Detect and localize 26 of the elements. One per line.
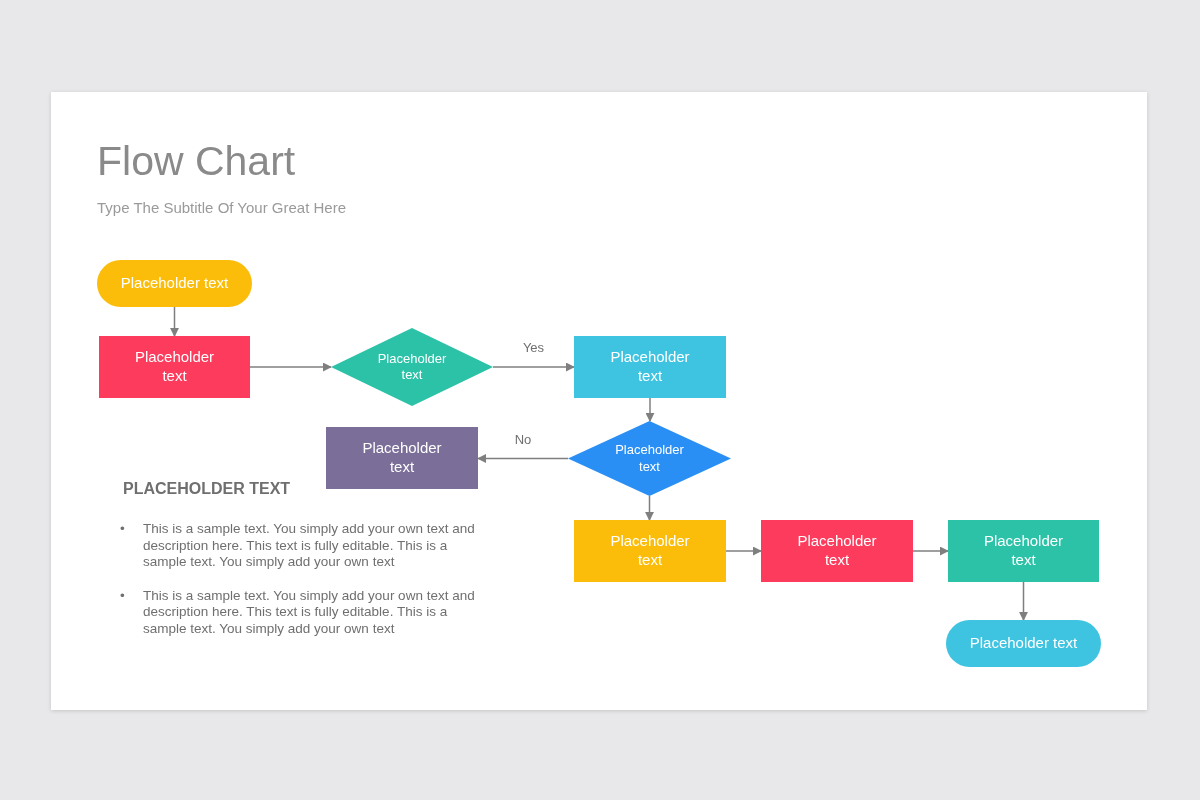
bullet-marker: • [120,587,126,605]
arrow [492,362,575,372]
section-heading: PLACEHOLDER TEXT [123,480,291,498]
process-box: Placeholder text [574,336,726,398]
subtitle: Type The Subtitle Of Your Great Here [97,199,347,216]
arrow [249,362,332,372]
process-box: Placeholder text [948,520,1099,582]
arrow [645,397,655,422]
process-box: Placeholder text [326,427,478,489]
bullet-text: This is a sample text. You simply add your own text and description here. This text is fully editable. This is a sample text. You simply add your own text [143,521,476,571]
arrow [170,306,179,337]
decision-diamond: Placeholder text [568,421,731,496]
process-box: Placeholder text [99,336,250,398]
process-box: Placeholder text [761,520,913,582]
bullet-marker: • [120,521,126,538]
arrow [645,495,654,521]
terminal-pill: Placeholder text [97,260,252,307]
arrow [725,546,762,556]
arrow [1019,581,1028,621]
arrow [912,546,949,556]
terminal-pill: Placeholder text [946,620,1101,667]
process-box: Placeholder text [574,520,726,582]
arrow [477,454,569,463]
decision-diamond: Placeholder text [331,328,493,406]
bullet-text: This is a sample text. You simply add your own text and description here. This text is fully editable. This is a sample text. You simply add your own text [143,587,476,637]
title: Flow Chart [97,138,296,185]
